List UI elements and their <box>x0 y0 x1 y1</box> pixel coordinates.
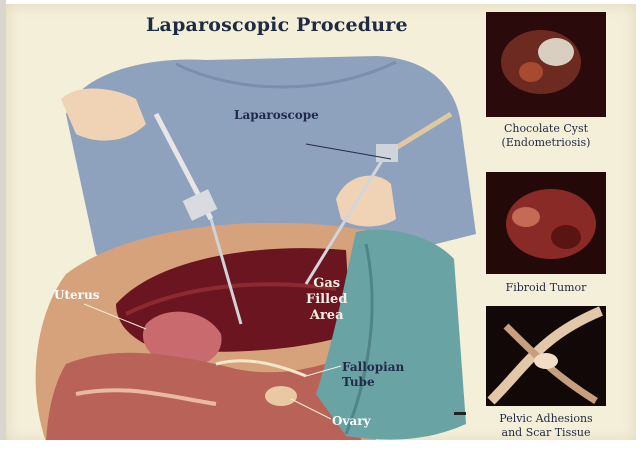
caption-pelvic-adhesions: Pelvic Adhesions and Scar Tissue <box>471 412 621 440</box>
photo-fibroid-tumor <box>486 172 606 274</box>
photo-pelvic-adhesions <box>486 306 606 406</box>
label-gas-filled-area: Gas Filled Area <box>306 276 347 324</box>
label-ovary: Ovary <box>332 414 371 428</box>
caption-chocolate-cyst: Chocolate Cyst (Endometriosis) <box>471 122 621 150</box>
medical-illustration-slide: Laparoscopic Procedure <box>6 4 636 442</box>
label-fallopian-tube: Fallopian Tube <box>342 360 404 390</box>
label-laparoscope: Laparoscope <box>234 108 319 122</box>
page-background <box>0 440 641 450</box>
label-uterus: Uterus <box>54 288 99 302</box>
photo-chocolate-cyst <box>486 12 606 117</box>
caption-fibroid-tumor: Fibroid Tumor <box>471 281 621 295</box>
ovary-shape <box>265 386 297 406</box>
